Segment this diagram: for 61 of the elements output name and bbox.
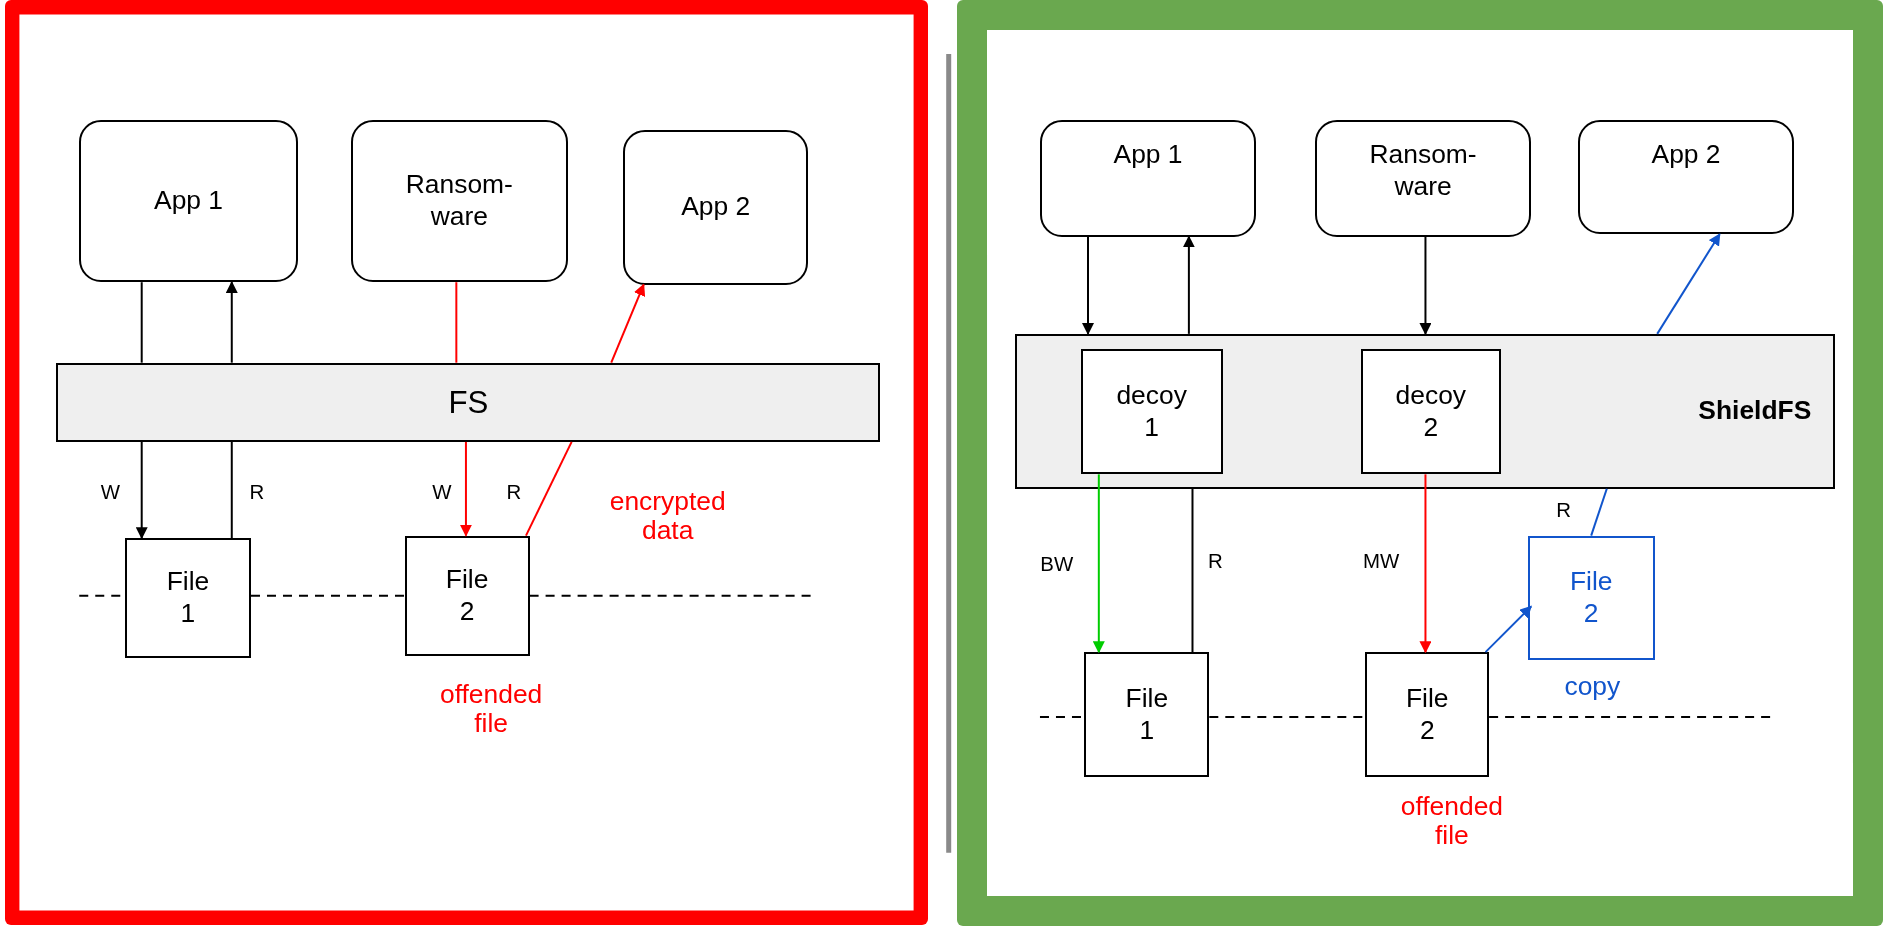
process-box (1577, 120, 1795, 235)
file-box (404, 535, 530, 656)
edge-label: R (249, 481, 265, 504)
node-caption: offended file (1399, 792, 1504, 851)
connector-line (525, 440, 573, 537)
file-box (124, 538, 251, 659)
node-label: FS (448, 383, 489, 421)
arrow (225, 281, 238, 364)
connector-line (1590, 487, 1608, 537)
edge-label: BW (1040, 553, 1074, 576)
edge-label: R (1556, 499, 1571, 522)
layer-bar (1014, 333, 1835, 489)
edge-label: W (432, 481, 452, 504)
arrow (135, 440, 148, 540)
arrow (610, 283, 646, 364)
arrow (1419, 473, 1432, 654)
node-label: decoy 1 (1115, 380, 1188, 444)
edge-label: MW (1362, 549, 1400, 573)
arrow (1419, 235, 1432, 336)
panel-frame (957, 0, 1883, 926)
annotation-text: encrypted data (608, 487, 727, 546)
node-label: File 1 (165, 566, 211, 630)
panel-frame (4, 0, 929, 925)
edge-label: W (100, 481, 121, 504)
process-box (623, 129, 809, 285)
arrow (1484, 605, 1533, 654)
node-caption: copy (1563, 672, 1622, 702)
connector-line (1191, 487, 1194, 654)
node-label: ShieldFS (1698, 395, 1812, 428)
node-label: File 2 (444, 563, 490, 628)
process-box (350, 120, 568, 283)
arrow (1092, 473, 1105, 654)
node-label: decoy 2 (1394, 380, 1468, 444)
node-label: App 2 (681, 191, 751, 223)
connector-line (230, 440, 233, 539)
edge-label: R (1207, 549, 1223, 573)
process-box (79, 120, 298, 283)
arrow (1656, 233, 1721, 335)
node-label: App 1 (154, 185, 224, 217)
node-label: Ransom- ware (1368, 138, 1478, 203)
connector-line (140, 281, 143, 364)
node-label: App 2 (1651, 138, 1721, 171)
node-label: Ransom- ware (404, 169, 514, 233)
arrow (1082, 235, 1094, 336)
node-label: File 1 (1124, 682, 1170, 747)
node-label: App 1 (1113, 138, 1183, 171)
node-label: File 2 (1568, 566, 1614, 630)
process-box (1314, 120, 1532, 237)
node-caption: offended file (439, 679, 544, 738)
file-box (1365, 652, 1490, 777)
layer-bar (56, 362, 881, 442)
file-box (1360, 349, 1502, 475)
connector-line (455, 281, 458, 364)
process-box (1039, 120, 1257, 237)
file-box (1080, 349, 1223, 475)
arrow (1182, 235, 1195, 335)
arrow (459, 440, 472, 537)
file-box (1527, 535, 1655, 661)
edge-label: R (506, 481, 522, 504)
file-box (1084, 652, 1210, 777)
node-label: File 2 (1404, 682, 1450, 747)
